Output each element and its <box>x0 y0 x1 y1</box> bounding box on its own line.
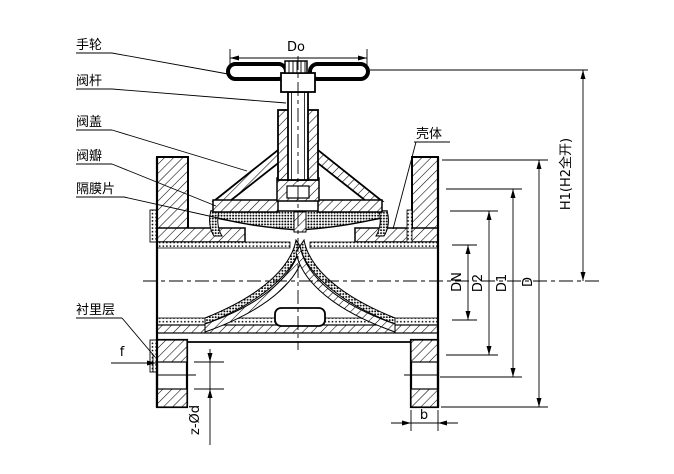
dim-label-do: Do <box>287 40 305 55</box>
leader-lines <box>76 52 450 358</box>
label-diaphragm: 隔膜片 <box>76 182 115 197</box>
handwheel <box>226 60 370 93</box>
label-shell: 壳体 <box>416 127 442 142</box>
label-disc: 阀瓣 <box>76 149 102 164</box>
valve-body-shell <box>149 156 440 409</box>
label-stem: 阀杆 <box>76 74 102 89</box>
dim-label-f: f <box>120 345 125 360</box>
valve-bonnet <box>211 148 385 213</box>
dim-label-b: b <box>420 408 428 423</box>
dim-label-h1: H1(H2全开) <box>558 138 574 210</box>
dimension-arrows <box>147 55 586 426</box>
dim-label-d: D <box>521 277 536 287</box>
label-lining: 衬里层 <box>76 303 115 318</box>
dim-label-dn: DN <box>450 272 465 292</box>
dim-label-d2: D2 <box>471 274 486 292</box>
dim-label-zd: z-Ød <box>188 405 203 435</box>
label-bonnet: 阀盖 <box>76 115 102 130</box>
centerlines <box>143 56 600 350</box>
label-handwheel: 手轮 <box>76 38 102 53</box>
dim-label-d1: D1 <box>495 274 510 292</box>
